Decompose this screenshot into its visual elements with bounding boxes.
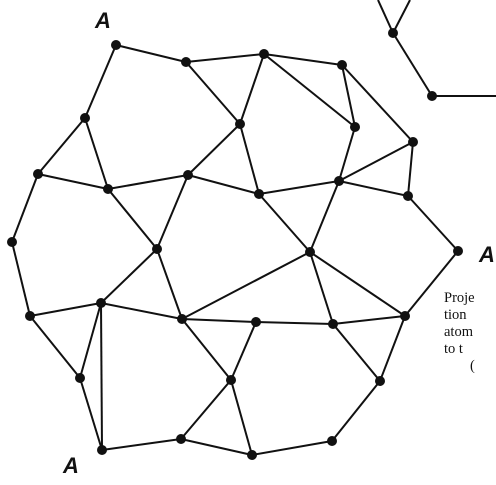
atom-n6 [235,119,245,129]
bond-n27-n33 [230,379,253,456]
atom-n19 [25,311,35,321]
bond-n6-n12 [239,123,260,195]
atom-n5 [80,113,90,123]
bond-n16-n20 [100,248,158,304]
bond-n26-n31 [79,377,103,451]
bond-n3-n6 [239,53,265,125]
atom-n4 [337,60,347,70]
bond-t1-t2 [392,32,433,97]
bond-n13-n17 [309,180,340,253]
bond-n17-n24 [309,251,406,317]
atom-n24 [400,311,410,321]
bond-n1-n5 [84,44,117,119]
bond-n3-n4 [263,53,343,66]
bond-n12-n17 [258,193,311,253]
bond-n31-n32 [101,438,182,451]
atom-t2 [427,91,437,101]
bond-n9-n15 [11,173,39,243]
bond-n8-n13 [338,141,414,182]
atom-n21 [177,314,187,324]
bond-n16-n21 [156,248,183,320]
bond-n15-n19 [11,241,31,317]
bond-n21-n27 [181,318,232,381]
atom-n1 [111,40,121,50]
bond-n22-n27 [230,321,257,381]
bond-n20-n26 [79,302,102,379]
atom-n26 [75,373,85,383]
bond-n11-n16 [156,174,189,250]
bond-n19-n26 [29,315,81,379]
atom-n32 [176,434,186,444]
caption-line-3: atom [444,324,473,340]
atom-n31 [97,445,107,455]
bond-n34-n29 [331,380,381,442]
bond-n24-n18 [404,250,459,317]
bond-n22-n23 [255,321,334,325]
atom-n27 [226,375,236,385]
bond-n23-n24 [332,315,406,325]
bond-n6-n11 [187,123,241,176]
bond-n2-n6 [185,61,241,125]
atom-n20 [96,298,106,308]
bond-n5-n10 [84,117,109,190]
vertex-label-top: A [95,8,111,33]
atom-n3 [259,49,269,59]
atom-n23 [328,319,338,329]
atom-n7 [350,122,360,132]
vertex-label-bottom: A [63,453,79,478]
bond-n19-n20 [29,302,102,317]
bond-n4-n7 [341,64,356,128]
bond-n32-n33 [180,438,253,456]
atom-n18 [453,246,463,256]
bond-n23-n29 [332,323,381,382]
atom-n16 [152,244,162,254]
atom-n22 [251,317,261,327]
bond-n33-n34 [251,440,333,456]
bond-n17-n21 [181,251,311,320]
bond-n20-n21 [100,302,183,320]
caption-line-4: to t [444,341,463,357]
atom-n11 [183,170,193,180]
atom-n10 [103,184,113,194]
caption-line-1: Proje [444,290,475,306]
atom-n17 [305,247,315,257]
bond-n12-n13 [258,180,340,195]
atom-n33 [247,450,257,460]
bond-n10-n11 [107,174,189,190]
bond-n1-n2 [115,44,187,63]
bond-n27-n32 [180,379,232,440]
partial-bond-1 [377,0,394,34]
atom-n14 [403,191,413,201]
caption-line-5: ( [470,358,475,374]
atom-n9 [33,169,43,179]
bond-n14-n18 [407,195,459,252]
bond-n10-n16 [107,188,158,250]
bond-n7-n13 [338,126,356,182]
bond-n8-n14 [407,141,414,197]
atom-n12 [254,189,264,199]
bond-n17-n23 [309,251,334,325]
caption-line-2: tion [444,307,467,323]
bond-n9-n10 [37,173,109,190]
atom-n34 [327,436,337,446]
atom-n8 [408,137,418,147]
atom-n2 [181,57,191,67]
bond-n13-n14 [338,180,409,197]
bond-n5-n9 [37,117,86,175]
bond-n11-n12 [187,174,260,195]
atom-n29 [375,376,385,386]
atom-n13 [334,176,344,186]
bond-n2-n3 [185,53,265,63]
partial-bond-2 [392,0,411,34]
bond-n29-n24 [379,315,406,382]
vertex-label-right: A [479,242,495,267]
bond-n3-n7 [263,53,356,128]
bond-n4-n8 [341,64,414,143]
atom-n15 [7,237,17,247]
atom-t1 [388,28,398,38]
bond-n20-n31 [100,302,103,451]
bond-n21-n22 [181,318,257,323]
